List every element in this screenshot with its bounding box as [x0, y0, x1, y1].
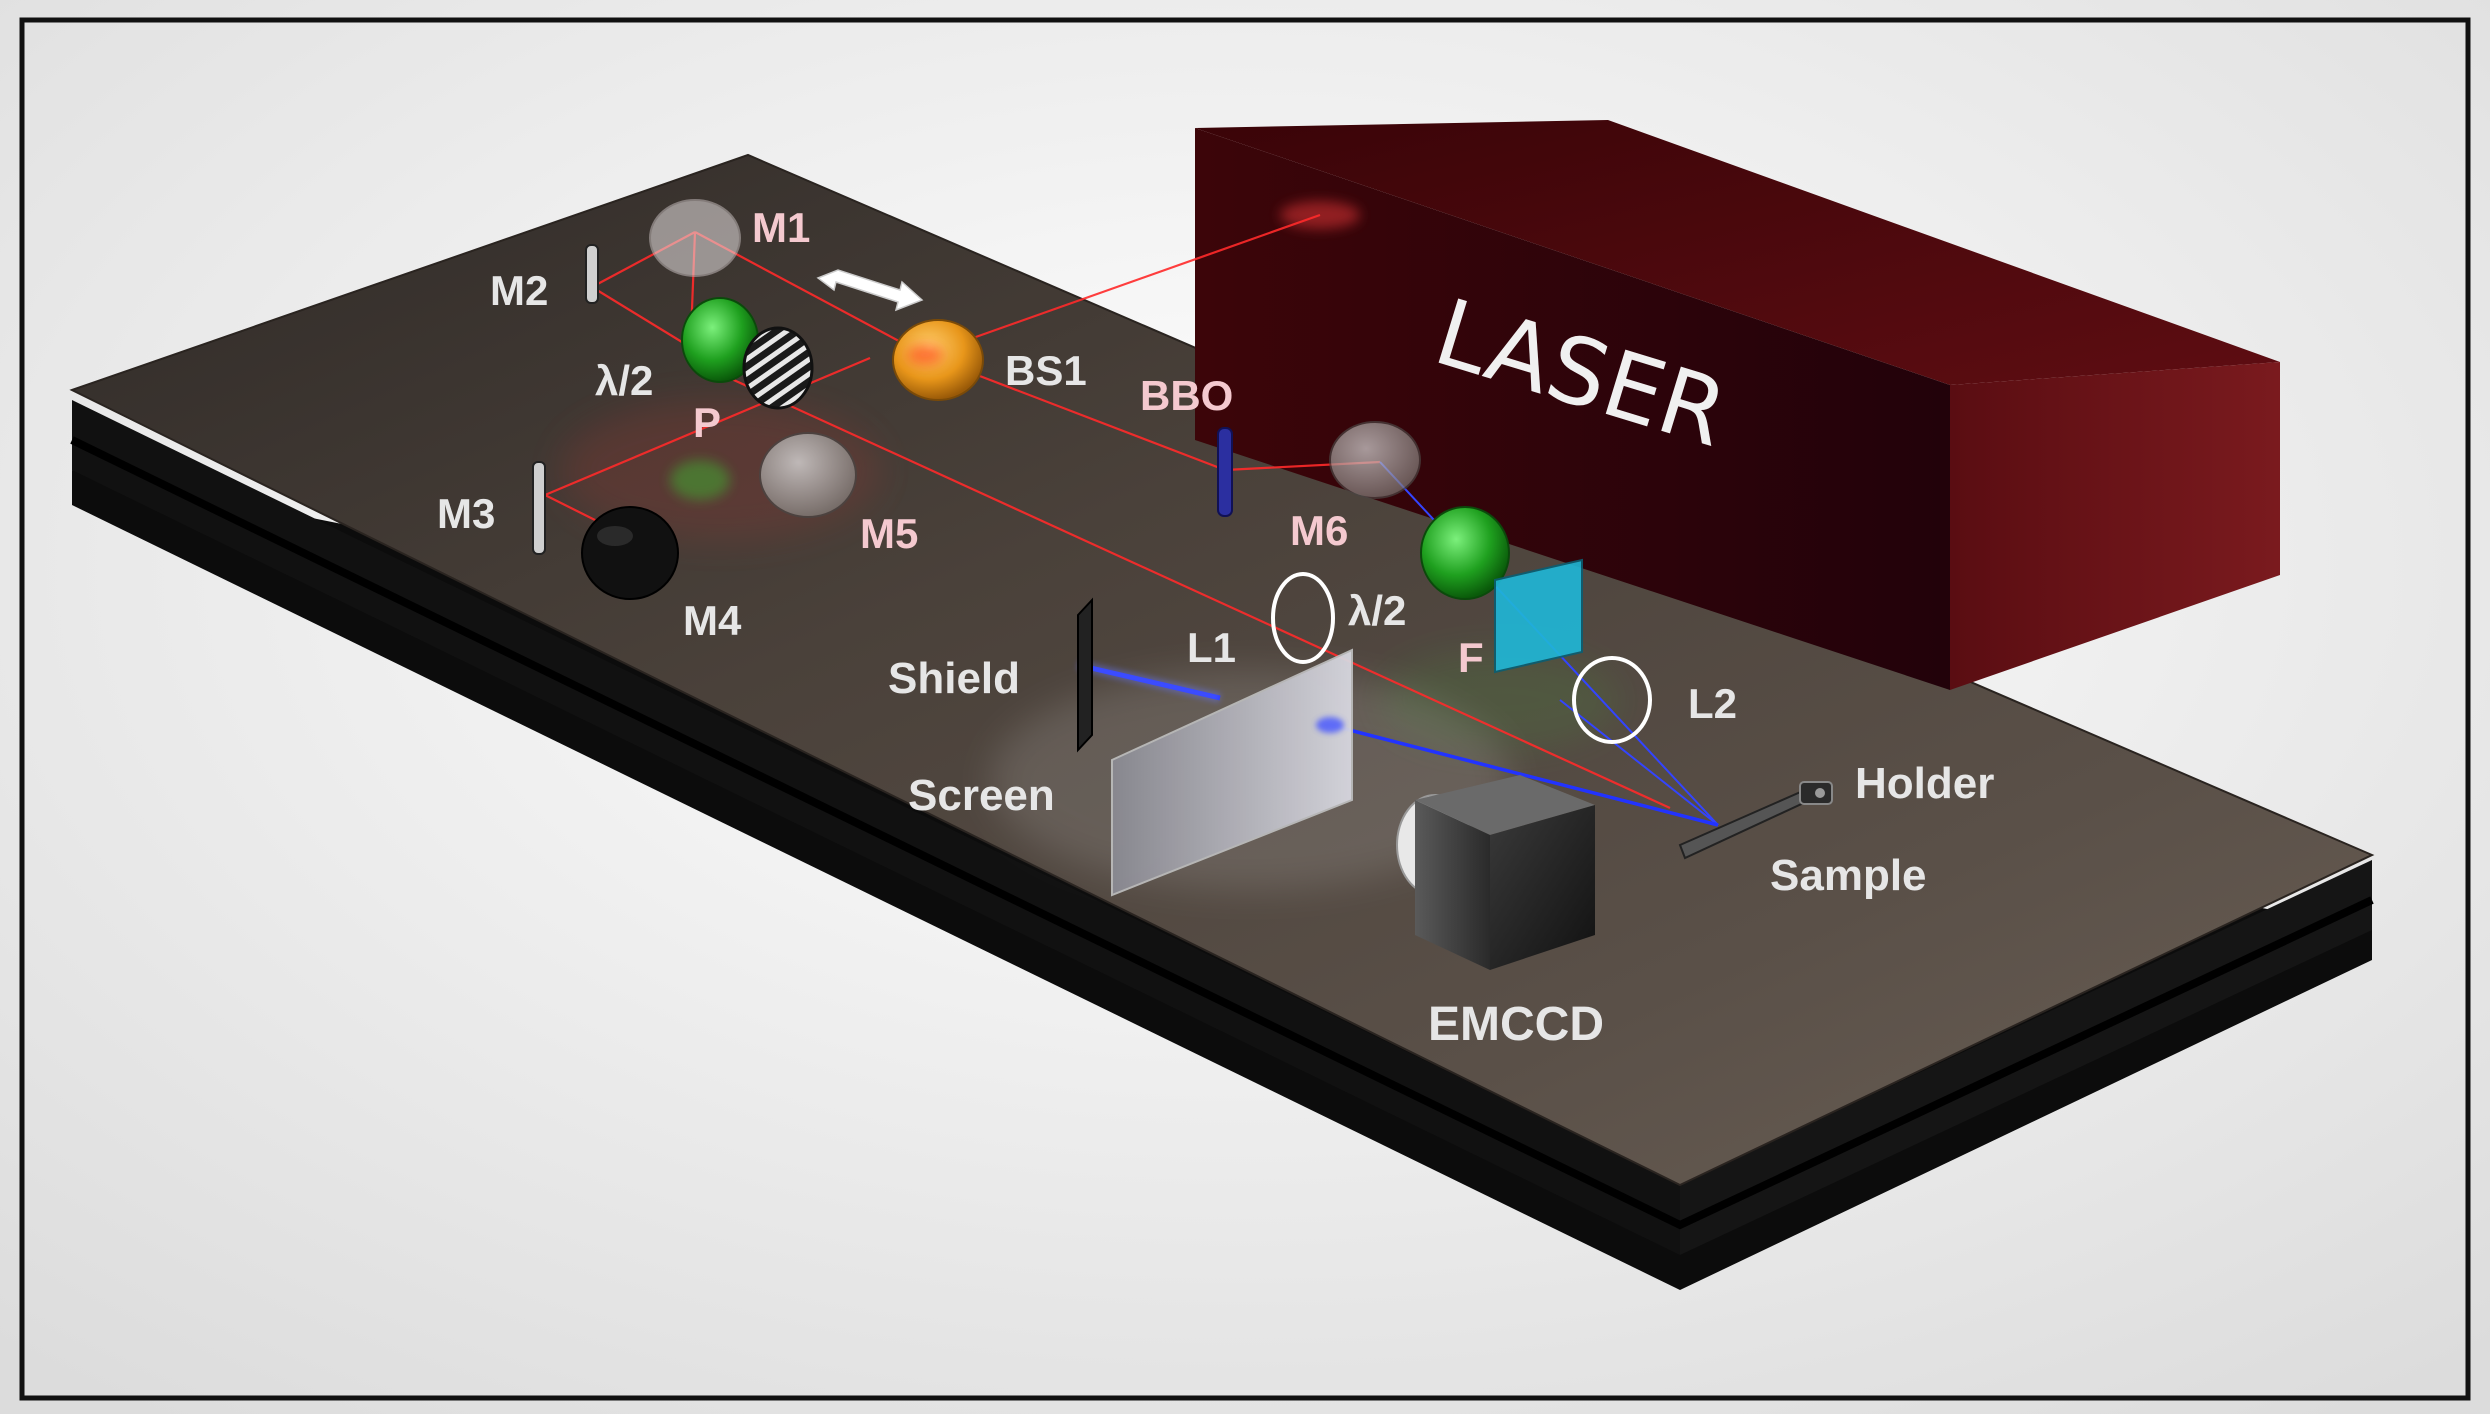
label-m6: M6 [1290, 507, 1348, 554]
label-holder: Holder [1855, 759, 1994, 808]
label-emccd: EMCCD [1428, 998, 1604, 1051]
label-m3: M3 [437, 490, 495, 537]
table-edge-right [1680, 860, 2372, 1255]
table-groove [70, 436, 2374, 1230]
optical-table [69, 153, 2375, 1290]
label-m1: M1 [752, 204, 810, 251]
label-screen: Screen [908, 771, 1055, 820]
laser-side-face [1950, 362, 2280, 690]
mirror-m1 [649, 199, 741, 277]
mirror-m3 [532, 461, 546, 555]
label-l1: L1 [1187, 624, 1236, 671]
label-m5: M5 [860, 510, 918, 557]
label-polarizer: P [693, 399, 721, 446]
mirror-m5 [759, 432, 857, 518]
emccd-camera [1396, 775, 1595, 970]
mirror-m4 [581, 506, 679, 600]
mirror-m6 [1329, 421, 1421, 499]
half-wave-plate-2 [1420, 506, 1510, 600]
polarizer-p [742, 326, 814, 410]
label-sample: Sample [1770, 851, 1927, 900]
label-m4: M4 [683, 597, 742, 644]
mirror-m2 [585, 244, 599, 304]
screen [1111, 648, 1353, 897]
lens-l1 [1271, 572, 1335, 664]
shield [1077, 597, 1093, 753]
lens-l2 [1572, 656, 1652, 744]
filter-f [1494, 558, 1583, 674]
laser-housing: LASER [1195, 120, 2280, 690]
label-l2: L2 [1688, 680, 1737, 727]
labels: M1 M2 λ/2 P BS1 BBO M3 M5 M4 M6 λ/2 L1 F… [437, 204, 1994, 1051]
label-bs1: BS1 [1005, 347, 1087, 394]
label-half-wave-2: λ/2 [1348, 587, 1406, 634]
translation-arrow [816, 269, 924, 312]
label-m2: M2 [490, 267, 548, 314]
label-half-wave-1: λ/2 [595, 357, 653, 404]
sample-holder [1678, 781, 1833, 860]
emccd-front [1415, 800, 1490, 970]
label-filter: F [1458, 634, 1484, 681]
bbo-crystal [1217, 427, 1233, 517]
table-edge-side [72, 400, 1680, 1255]
laser-top-face [1195, 120, 2280, 385]
emccd-side [1490, 805, 1595, 970]
label-shield: Shield [888, 654, 1020, 703]
laser-front-face [1195, 128, 1950, 690]
emccd-top [1415, 775, 1595, 835]
figure-frame [19, 17, 2471, 1401]
label-bbo: BBO [1140, 372, 1233, 419]
